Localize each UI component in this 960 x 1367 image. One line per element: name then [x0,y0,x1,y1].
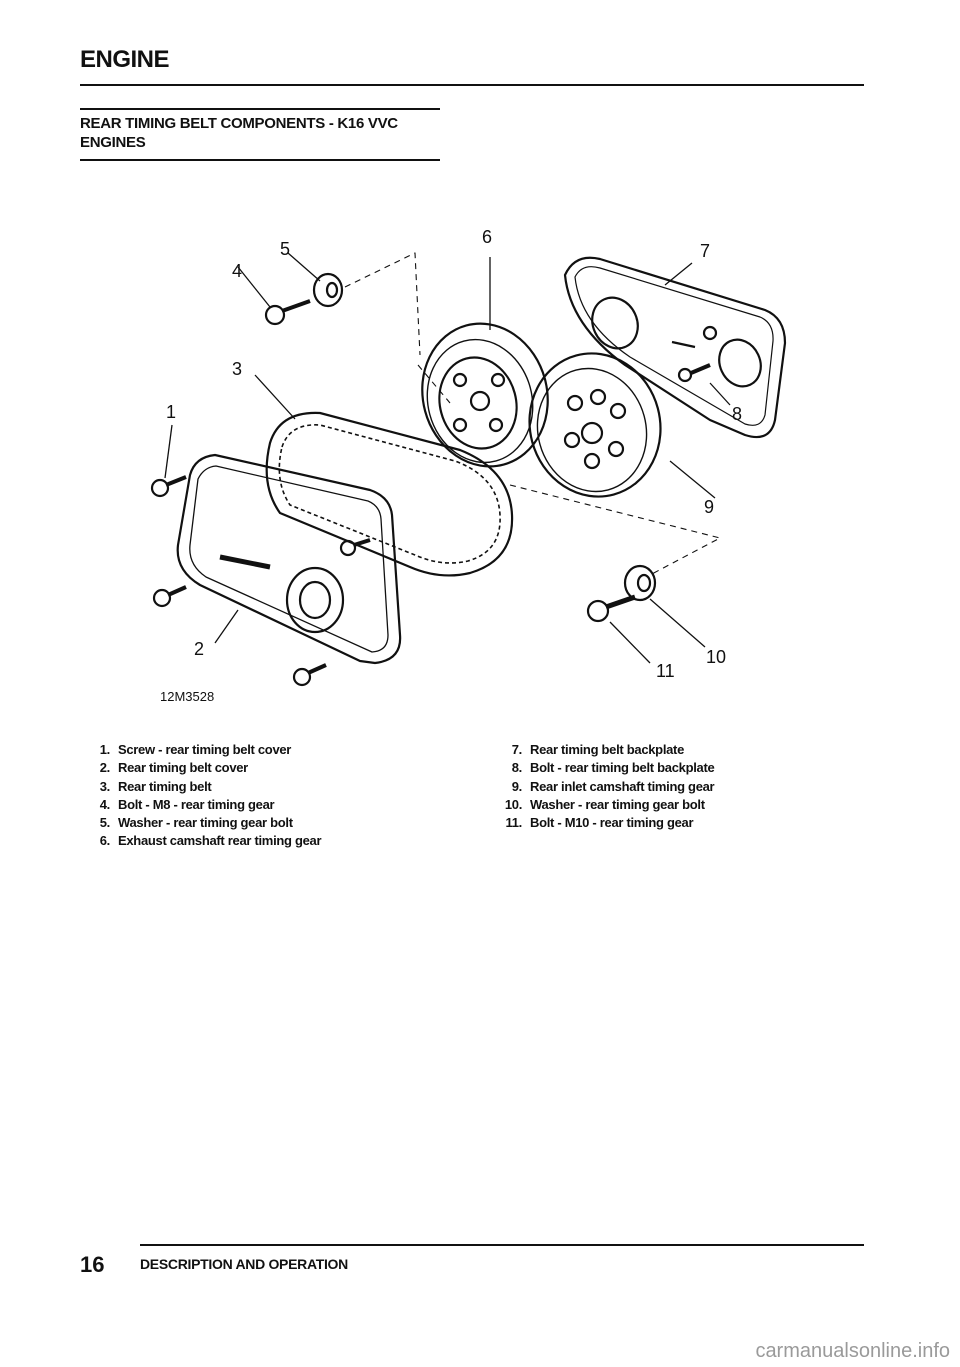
title-rule-top [80,108,440,110]
watermark: carmanualsonline.info [755,1340,950,1362]
page-title-line-2: ENGINES [80,134,146,151]
legend-item: 6.Exhaust camshaft rear timing gear [99,833,322,849]
callout-9: 9 [704,497,714,517]
section-label: ENGINE [80,46,170,73]
exploded-diagram: 1 2 3 4 5 6 7 8 9 10 11 12M3528 [150,227,787,704]
legend-item: 4.Bolt - M8 - rear timing gear [99,796,275,812]
callout-7: 7 [700,241,710,261]
callout-8: 8 [732,404,742,424]
legend-item: 8.Bolt - rear timing belt backplate [511,760,715,776]
figure-reference: 12M3528 [160,689,214,704]
legend-item: 9.Rear inlet camshaft timing gear [511,778,715,794]
legend-item: 2.Rear timing belt cover [99,760,249,776]
legend-item: 7.Rear timing belt backplate [511,742,685,757]
footer-rule [140,1244,864,1246]
title-rule-bottom [80,159,440,161]
legend-item: 10.Washer - rear timing gear bolt [504,796,705,812]
backplate-shape [563,256,787,439]
callout-4: 4 [232,261,242,281]
header-rule [80,84,864,86]
callout-2: 2 [194,639,204,659]
footer-title: DESCRIPTION AND OPERATION [140,1256,348,1272]
callout-10: 10 [706,647,726,667]
callout-1: 1 [166,402,176,422]
legend-item: 5.Washer - rear timing gear bolt [99,815,293,831]
page-title-line-1: REAR TIMING BELT COMPONENTS - K16 VVC [80,115,398,132]
callout-5: 5 [280,239,290,259]
callout-6: 6 [482,227,492,247]
legend-item: 11.Bolt - M10 - rear timing gear [505,815,694,831]
page-number: 16 [80,1252,105,1277]
legend-item: 3.Rear timing belt [99,778,212,794]
legend-item: 1.Screw - rear timing belt cover [99,742,292,757]
legend-left: 1.Screw - rear timing belt cover 2.Rear … [86,741,426,851]
callout-3: 3 [232,359,242,379]
callout-11: 11 [656,661,675,681]
legend-right: 7.Rear timing belt backplate 8.Bolt - re… [498,741,838,832]
page-title: REAR TIMING BELT COMPONENTS - K16 VVC EN… [80,114,450,152]
